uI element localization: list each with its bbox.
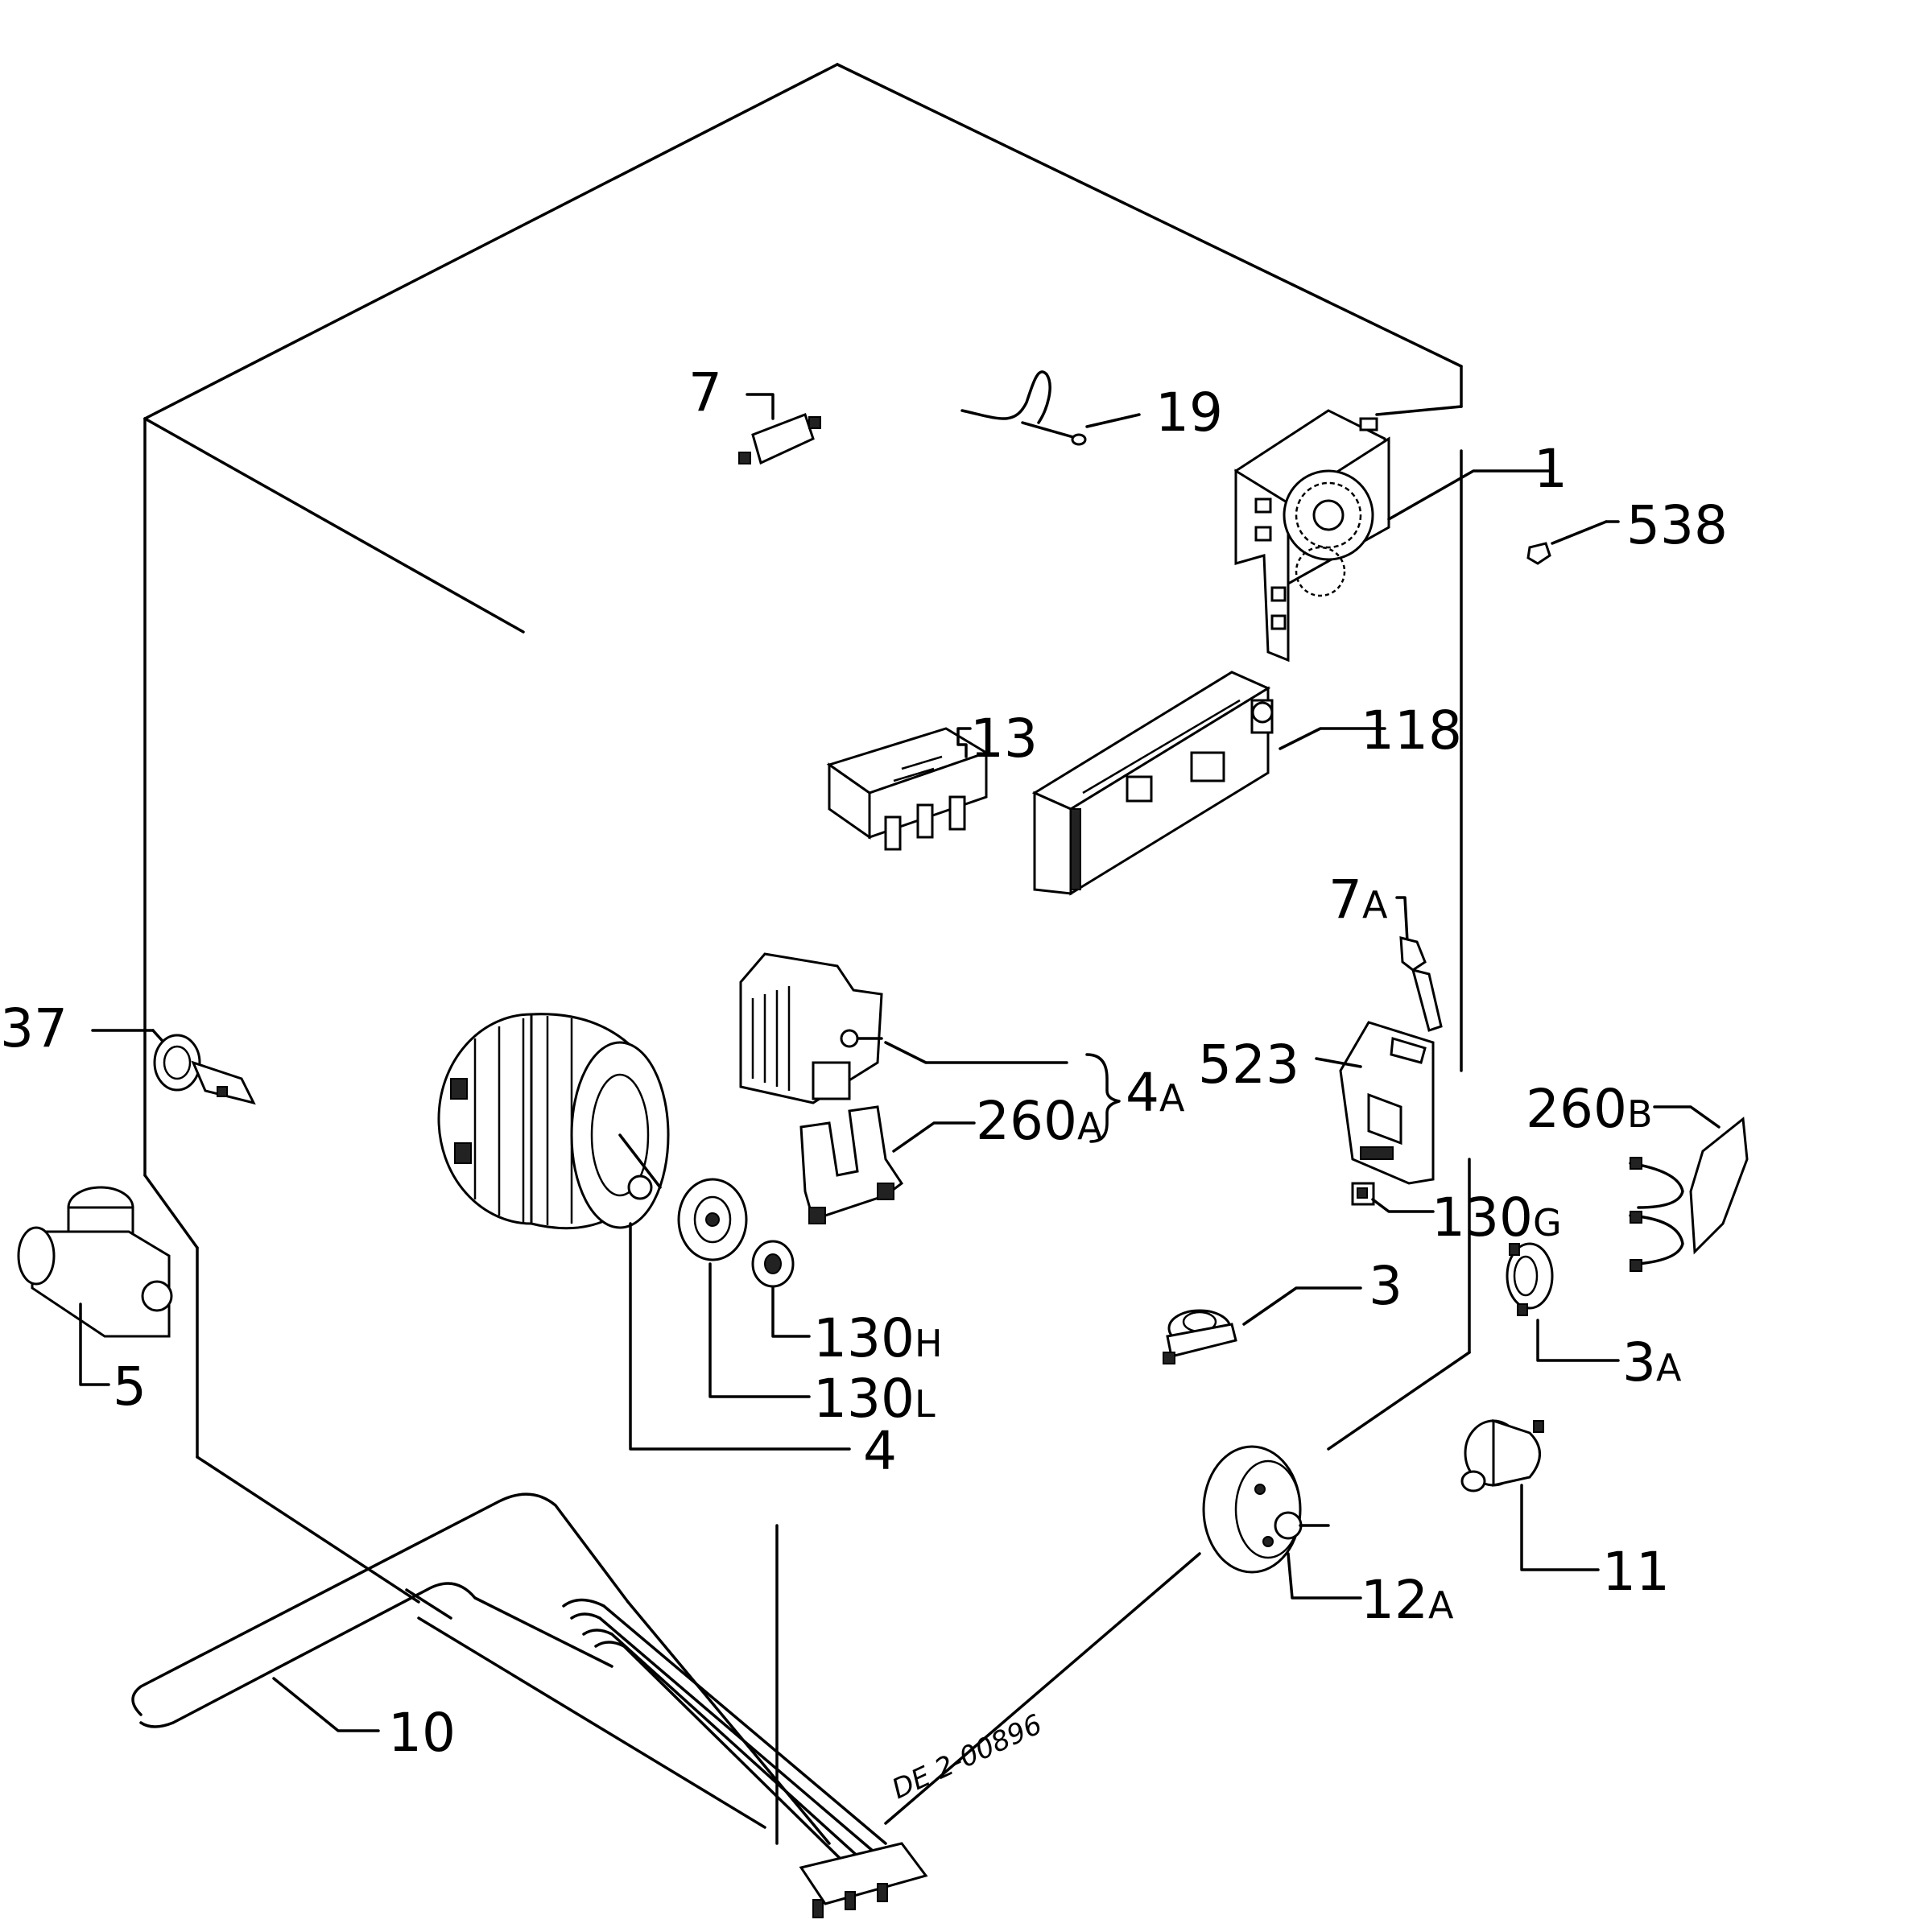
label-4: 4	[863, 1420, 897, 1482]
part-260a-bracket	[799, 1105, 976, 1224]
part-3-thermostat	[1163, 1286, 1362, 1364]
part-12a-pressure-switch	[1202, 1445, 1362, 1600]
label-7: 7	[688, 361, 722, 423]
part-130l-pulley	[677, 1178, 811, 1398]
part-260a-pump	[739, 952, 1068, 1104]
brace-4a	[1085, 1053, 1121, 1143]
part-11-filter	[1460, 1418, 1600, 1571]
label-118: 118	[1361, 700, 1462, 762]
label-260a: 260A	[976, 1090, 1103, 1152]
part-523-housing	[1315, 1021, 1435, 1185]
label-3: 3	[1369, 1255, 1402, 1317]
label-7a: 7A	[1328, 869, 1388, 931]
drawing-code: DE 2-00896	[887, 1708, 1047, 1806]
part-7a-lever	[1395, 896, 1443, 1032]
part-13-switch-block	[826, 727, 989, 851]
label-523: 523	[1198, 1034, 1299, 1096]
label-4a: 4A	[1126, 1062, 1185, 1124]
part-130h-bushing	[751, 1240, 811, 1338]
label-3a: 3A	[1622, 1331, 1682, 1393]
part-10-heating-element	[131, 1492, 928, 1918]
part-118-control-board	[1031, 671, 1386, 896]
label-130g: 130G	[1431, 1187, 1562, 1249]
label-538: 538	[1626, 494, 1728, 556]
part-19-sensor	[960, 370, 1141, 446]
label-11: 11	[1602, 1541, 1670, 1603]
label-130h: 130H	[813, 1307, 943, 1369]
label-37: 37	[0, 997, 68, 1059]
part-4-motor	[437, 1013, 851, 1451]
label-5: 5	[113, 1356, 147, 1418]
part-1-timer	[1234, 409, 1551, 663]
label-12a: 12A	[1361, 1569, 1454, 1631]
part-3a-thermostat	[1506, 1242, 1620, 1362]
cabinet-outline	[143, 63, 1471, 1845]
label-260b: 260B	[1526, 1078, 1653, 1140]
label-19: 19	[1155, 382, 1223, 444]
part-538-nut	[1526, 520, 1620, 565]
part-5-valve	[17, 1186, 173, 1386]
label-130l: 130L	[813, 1368, 936, 1430]
label-10: 10	[388, 1702, 456, 1764]
part-260b-bracket	[1629, 1105, 1749, 1272]
label-13: 13	[970, 708, 1038, 770]
part-37-sensor	[91, 1029, 256, 1105]
part-7-switch	[738, 393, 821, 465]
part-130g-nut	[1351, 1182, 1435, 1213]
label-1: 1	[1534, 438, 1568, 500]
